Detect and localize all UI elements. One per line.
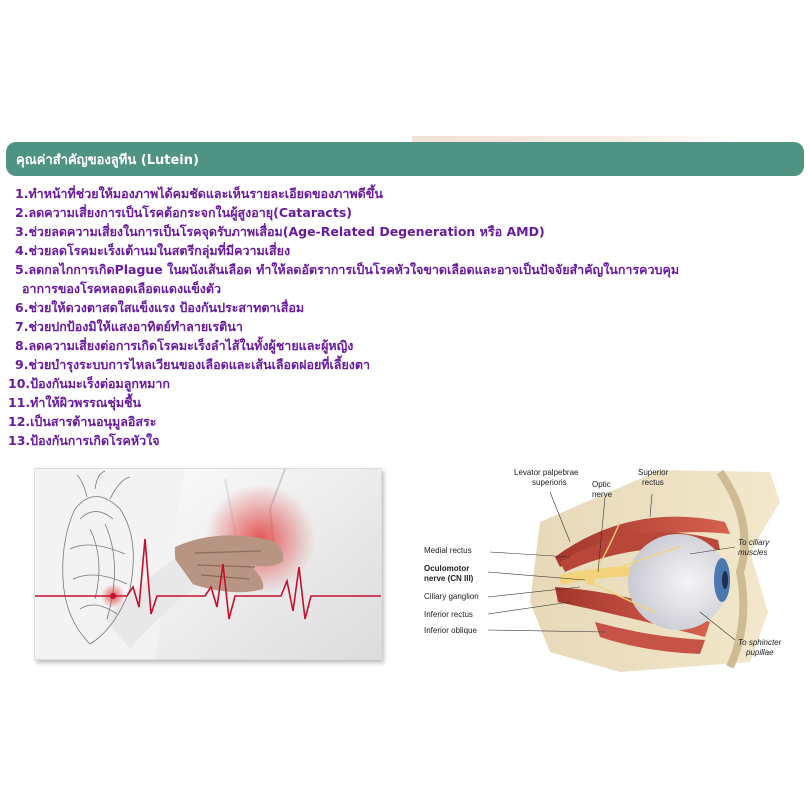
list-item: 13.ป้องกันการเกิดโรคหัวใจ	[8, 433, 160, 448]
label-ciliary-muscles: To ciliary	[738, 538, 770, 547]
label-levator-2: superioris	[532, 478, 567, 487]
list-item: 12.เป็นสารต้านอนุมูลอิสระ	[8, 414, 157, 429]
section-header: คุณค่าสำคัญของลูทีน (Lutein)	[6, 142, 804, 176]
label-superior-2: rectus	[642, 478, 664, 487]
heart-pain-illustration	[35, 469, 381, 659]
label-levator: Levator palpebrae	[514, 468, 579, 477]
background-photo-edge	[412, 136, 742, 146]
list-item: 1.ทำหน้าที่ช่วยให้มองภาพได้คมชัดและเห็นร…	[15, 186, 383, 201]
list-item: 9.ช่วยบำรุงระบบการไหลเวียนของเลือดและเส้…	[15, 357, 371, 372]
label-ciliary-ganglion: Ciliary ganglion	[424, 592, 479, 601]
list-item: 2.ลดความเสี่ยงการเป็นโรคต้อกระจกในผู้สูง…	[15, 205, 352, 220]
list-item: 11.ทำให้ผิวพรรณชุ่มชื้น	[8, 395, 142, 410]
label-inferior-oblique: Inferior oblique	[424, 626, 477, 635]
label-oculomotor-2: nerve (CN III)	[424, 574, 474, 583]
heart-sketch	[62, 470, 134, 645]
label-sphincter: To sphincter	[738, 638, 782, 647]
eye-anatomy-diagram: Levator palpebrae superioris Optic nerve…	[420, 462, 798, 672]
label-oculomotor: Oculomotor	[424, 564, 470, 573]
benefit-list: 1.ทำหน้าที่ช่วยให้มองภาพได้คมชัดและเห็นร…	[8, 184, 798, 450]
list-item: 7.ช่วยปกป้องมิให้แสงอาทิตย์ทำลายเรตินา	[15, 319, 243, 334]
label-inferior-rectus: Inferior rectus	[424, 610, 473, 619]
list-item: 5.ลดกลไกการเกิดPlague ในผนังเส้นเลือด ทำ…	[15, 262, 680, 277]
list-item: 4.ช่วยลดโรคมะเร็งเต้านมในสตรีกลุ่มที่มีค…	[15, 243, 291, 258]
label-medial-rectus: Medial rectus	[424, 546, 472, 555]
label-optic: Optic	[592, 480, 611, 489]
label-optic-2: nerve	[592, 490, 613, 499]
heart-pain-photo	[34, 468, 382, 660]
list-item-continuation: อาการของโรคหลอดเลือดแดงแข็งตัว	[22, 281, 221, 296]
ecg-line	[35, 538, 381, 620]
list-item: 6.ช่วยให้ดวงตาสดใสแข็งแรง ป้องกันประสาทต…	[15, 300, 305, 315]
label-sphincter-2: pupillae	[746, 648, 774, 657]
eye-anatomy-illustration	[487, 469, 780, 672]
list-item: 10.ป้องกันมะเร็งต่อมลูกหมาก	[8, 376, 171, 391]
list-item: 3.ช่วยลดความเสี่ยงในการเป็นโรคจุดรับภาพเ…	[15, 224, 545, 239]
label-ciliary-muscles-2: muscles	[738, 548, 768, 557]
label-superior: Superior	[638, 468, 669, 477]
section-title: คุณค่าสำคัญของลูทีน (Lutein)	[16, 152, 199, 168]
list-item: 8.ลดความเสี่ยงต่อการเกิดโรคมะเร็งลำไส้ใน…	[15, 338, 354, 353]
